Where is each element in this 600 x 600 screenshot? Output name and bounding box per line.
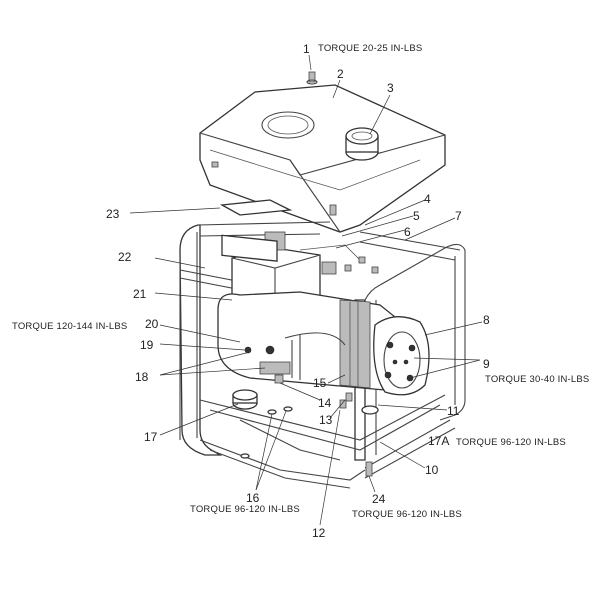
- torque-note-part-16: TORQUE 96-120 IN-LBS: [190, 504, 300, 515]
- tank-bolt: [306, 71, 318, 85]
- callout-17a: 17A: [428, 434, 449, 448]
- callout-24: 24: [372, 492, 386, 506]
- callout-15: 15: [313, 376, 327, 390]
- callout-labels: 1 2 3 4 5 6 7 8 9 10 11 12 13 14 15 16 1…: [106, 42, 490, 540]
- torque-note-part-9: TORQUE 30-40 IN-LBS: [485, 374, 589, 385]
- callout-14: 14: [318, 396, 332, 410]
- callout-19: 19: [140, 338, 154, 352]
- callout-6: 6: [404, 225, 411, 239]
- torque-note-part-24: TORQUE 96-120 IN-LBS: [352, 509, 462, 520]
- callout-16: 16: [246, 491, 260, 505]
- callout-18: 18: [135, 370, 149, 384]
- callout-11: 11: [447, 404, 460, 418]
- callout-8: 8: [483, 313, 490, 327]
- leader-lines: [129, 54, 483, 526]
- callout-13: 13: [319, 413, 333, 427]
- torque-note-part-1: TORQUE 20-25 IN-LBS: [318, 43, 422, 54]
- callout-1: 1: [303, 42, 310, 56]
- torque-note-part-20: TORQUE 120-144 IN-LBS: [12, 321, 127, 332]
- torque-notes: TORQUE 20-25 IN-LBS TORQUE 120-144 IN-LB…: [12, 43, 589, 520]
- heat-shield: [219, 199, 293, 216]
- fuel-tank: [199, 84, 446, 233]
- vibration-mounts: [232, 256, 379, 477]
- callout-12: 12: [312, 526, 326, 540]
- callout-22: 22: [118, 250, 132, 264]
- callout-23: 23: [106, 207, 120, 221]
- fuel-cap: [345, 127, 379, 161]
- callout-21: 21: [133, 287, 147, 301]
- callout-7: 7: [455, 209, 462, 223]
- callout-4: 4: [424, 192, 431, 206]
- callout-17: 17: [144, 430, 158, 444]
- callout-2: 2: [337, 67, 344, 81]
- callout-20: 20: [145, 317, 159, 331]
- callout-5: 5: [413, 209, 420, 223]
- torque-note-part-17a: TORQUE 96-120 IN-LBS: [456, 437, 566, 448]
- callout-3: 3: [387, 81, 394, 95]
- callout-10: 10: [425, 463, 439, 477]
- callout-9: 9: [483, 357, 490, 371]
